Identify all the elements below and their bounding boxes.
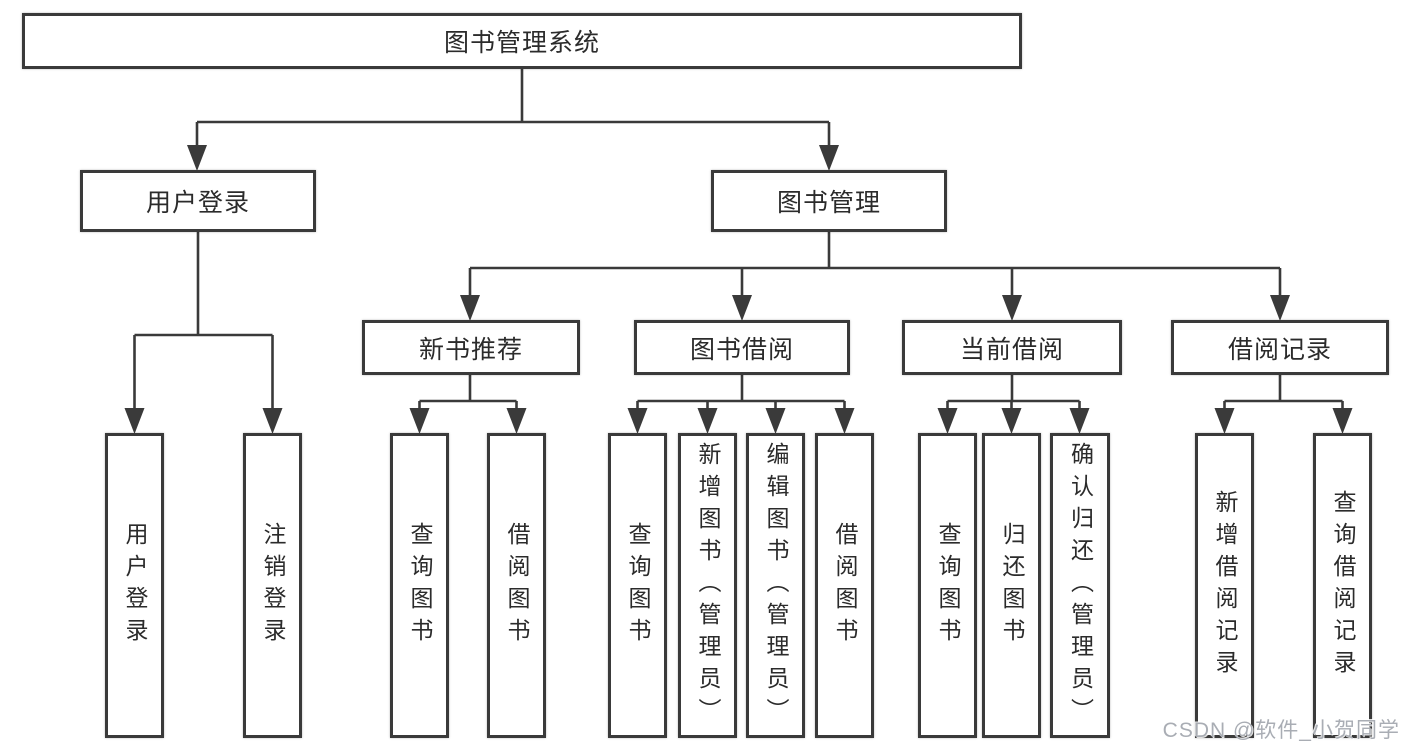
leaf-query-borrow-record: 查询借阅记录 (1313, 433, 1372, 738)
node-user-login: 用户登录 (80, 170, 316, 232)
leaf-add-book-admin: 新增图书（管理员） (678, 433, 737, 738)
leaf-query-books-2: 查询图书 (608, 433, 667, 738)
node-book-borrow: 图书借阅 (634, 320, 850, 375)
leaf-confirm-return-admin: 确认归还（管理员） (1050, 433, 1110, 738)
node-borrow-records: 借阅记录 (1171, 320, 1389, 375)
leaf-query-books-1: 查询图书 (390, 433, 449, 738)
node-book-management: 图书管理 (711, 170, 947, 232)
leaf-edit-book-admin: 编辑图书（管理员） (746, 433, 805, 738)
leaf-user-login: 用户登录 (105, 433, 164, 738)
node-current-borrow: 当前借阅 (902, 320, 1122, 375)
leaf-borrow-books-1: 借阅图书 (487, 433, 546, 738)
leaf-query-books-3: 查询图书 (918, 433, 977, 738)
leaf-add-borrow-record: 新增借阅记录 (1195, 433, 1254, 738)
node-new-book-recommend: 新书推荐 (362, 320, 580, 375)
csdn-watermark: CSDN @软件_小贺同学 (1162, 719, 1400, 742)
leaf-return-books: 归还图书 (982, 433, 1041, 738)
leaf-borrow-books-2: 借阅图书 (815, 433, 874, 738)
node-root: 图书管理系统 (22, 13, 1022, 69)
leaf-logout: 注销登录 (243, 433, 302, 738)
